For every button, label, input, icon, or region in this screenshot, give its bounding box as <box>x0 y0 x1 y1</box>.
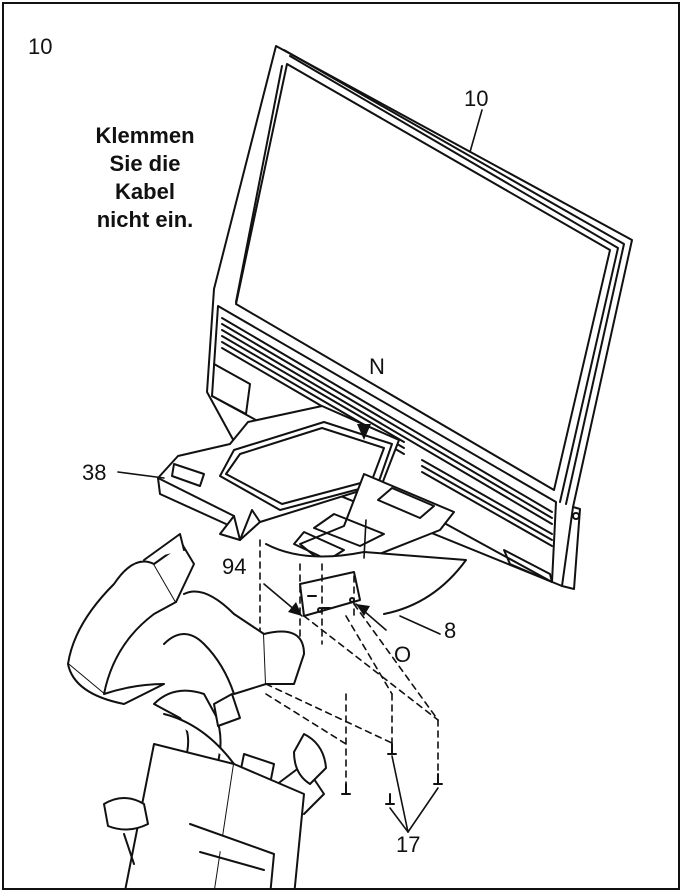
warning-line: Sie die <box>109 151 181 176</box>
leader-lines <box>117 109 483 833</box>
callout-magnet-area: N <box>369 354 385 379</box>
callout-upright-cable: 94 <box>222 554 247 579</box>
callout-console: 10 <box>464 86 489 111</box>
warning-text: Klemmen Sie die Kabel nicht ein. <box>50 122 240 234</box>
arrowheads <box>288 424 371 616</box>
callout-hole: O <box>394 642 412 667</box>
assembly-illustration <box>67 45 633 888</box>
warning-line: Klemmen <box>95 123 195 148</box>
upright-post <box>265 543 467 617</box>
callout-screws: 17 <box>396 832 421 857</box>
step-number: 10 <box>28 34 53 59</box>
warning-line: Kabel <box>115 179 175 204</box>
warning-line: nicht ein. <box>96 207 194 232</box>
callout-console-base: 38 <box>82 460 107 485</box>
lower-frame <box>103 743 305 888</box>
console-base <box>157 405 455 573</box>
callout-upright: 8 <box>444 618 457 643</box>
screws <box>341 743 443 805</box>
